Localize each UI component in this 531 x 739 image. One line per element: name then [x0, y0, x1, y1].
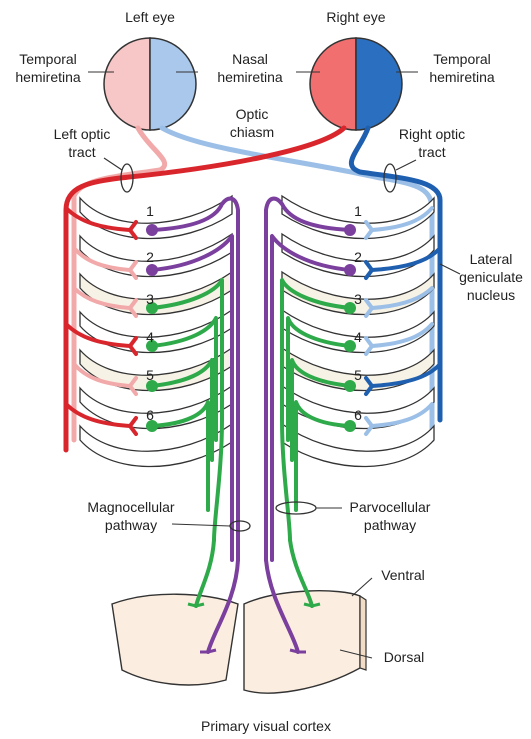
ventral-label: Ventral: [381, 567, 425, 583]
right-layer-6: 6: [354, 407, 362, 423]
right-layer-4: 4: [354, 329, 362, 345]
temporal-right-label-1: Temporal: [433, 51, 491, 67]
left-eye-label: Left eye: [125, 9, 175, 25]
parvocellular-label-2: pathway: [364, 517, 416, 533]
left-optic-tract-label-2: tract: [68, 144, 95, 160]
left-layer-2: 2: [146, 249, 154, 265]
magnocellular-label-2: pathway: [105, 517, 157, 533]
magnocellular-label-1: Magnocellular: [87, 499, 174, 515]
right-eye-label: Right eye: [326, 9, 385, 25]
left-layer-3: 3: [146, 291, 154, 307]
left-layer-5: 5: [146, 367, 154, 383]
primary-visual-cortex-label: Primary visual cortex: [201, 718, 331, 734]
left-layer-4: 4: [146, 329, 154, 345]
right-layer-1: 1: [354, 203, 362, 219]
nasal-label-1: Nasal: [232, 51, 268, 67]
left-cortex-block: [112, 594, 238, 685]
right-eye: [310, 38, 402, 130]
left-nasal-hemiretina: [150, 38, 196, 130]
lgn-label-2: geniculate: [459, 269, 523, 285]
optic-chiasm-label-2: chiasm: [230, 124, 274, 140]
optic-chiasm-label-1: Optic: [236, 106, 269, 122]
lgn-label-3: nucleus: [467, 287, 515, 303]
primary-visual-cortex: [112, 591, 366, 693]
temporal-left-label-1: Temporal: [19, 51, 77, 67]
left-layer-1: 1: [146, 203, 154, 219]
lgn-label-1: Lateral: [470, 251, 513, 267]
left-layer-6: 6: [146, 407, 154, 423]
right-layer-2: 2: [354, 249, 362, 265]
right-layer-5: 5: [354, 367, 362, 383]
left-eye: [104, 38, 196, 130]
right-nasal-hemiretina: [310, 38, 356, 130]
dorsal-label: Dorsal: [384, 649, 424, 665]
nasal-label-2: hemiretina: [217, 69, 283, 85]
parvocellular-label-1: Parvocellular: [350, 499, 431, 515]
left-optic-tract-label-1: Left optic: [54, 126, 111, 142]
right-temporal-hemiretina: [356, 38, 402, 130]
temporal-right-label-2: hemiretina: [429, 69, 495, 85]
temporal-left-label-2: hemiretina: [15, 69, 81, 85]
right-cortex-block: [244, 591, 360, 693]
left-temporal-hemiretina: [104, 38, 150, 130]
right-layer-3: 3: [354, 291, 362, 307]
right-optic-tract-label-1: Right optic: [399, 126, 465, 142]
right-optic-tract-label-2: tract: [418, 144, 445, 160]
